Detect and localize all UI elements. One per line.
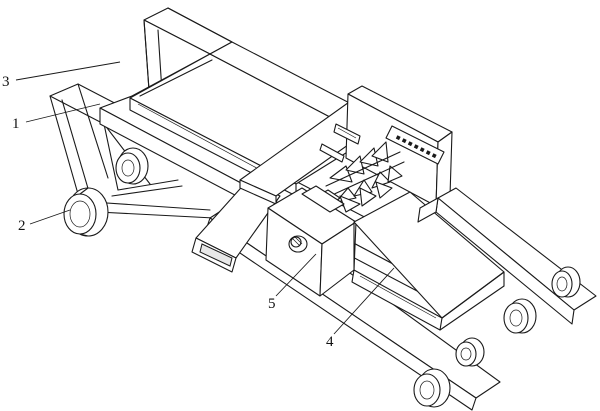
- callout-5: 5: [268, 296, 276, 312]
- display-led-row: [395, 135, 437, 159]
- lower-conveyor: [351, 191, 505, 331]
- wheel-bottom: [413, 368, 451, 408]
- knob-icon: [288, 235, 308, 253]
- callout-1: 1: [12, 116, 20, 132]
- control-box: [319, 85, 453, 207]
- wheel-middle-right: [503, 298, 537, 334]
- callout-4: 4: [326, 334, 334, 350]
- wheel-lower-right: [455, 337, 485, 367]
- callout-2: 2: [18, 218, 26, 234]
- side-motor-box: [265, 185, 357, 297]
- callout-3: 3: [2, 74, 10, 90]
- feed-chute: [191, 179, 281, 273]
- leader-lines: [15, 61, 395, 335]
- wheel-front-left: [63, 187, 109, 237]
- wheel-far-right: [551, 266, 581, 298]
- wheel-back-left: [115, 147, 149, 185]
